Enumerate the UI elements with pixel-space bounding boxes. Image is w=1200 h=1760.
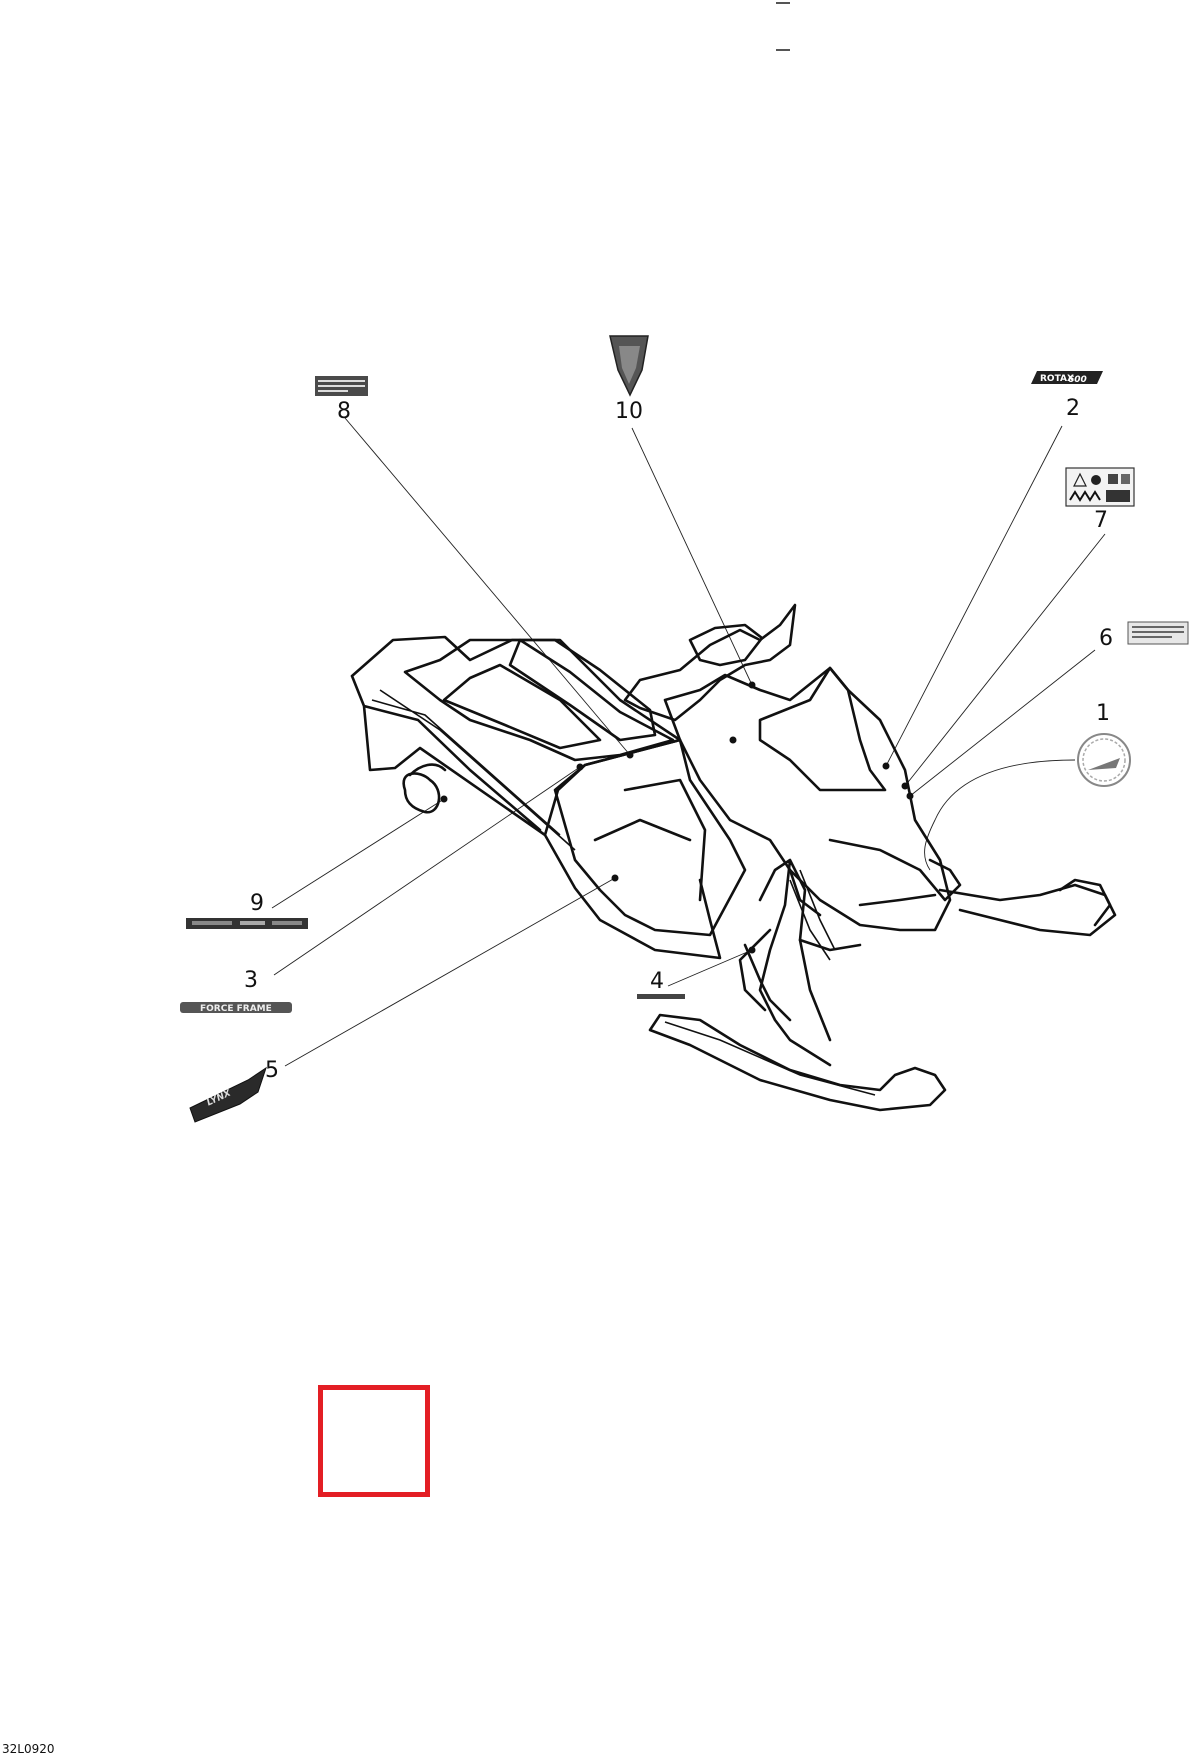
point-9 (440, 795, 448, 803)
hood-outline (663, 666, 952, 932)
hood-nose (828, 838, 962, 907)
rotax-model-text: 600 (1068, 375, 1087, 385)
decal-6-label (1127, 621, 1189, 645)
right-ski-tip (1058, 878, 1112, 927)
left-ski (648, 1013, 947, 1112)
decal-9-stripe (186, 918, 308, 929)
leader-lines (271, 417, 1106, 1067)
seat-outline (403, 638, 675, 762)
callout-numbers: 8 10 2 7 6 1 9 3 4 5 (244, 396, 1113, 1083)
top-dash-1 (776, 2, 790, 4)
side-panel-lower (593, 778, 707, 902)
leader-2 (885, 425, 1063, 767)
decal-4-stripe (637, 994, 685, 999)
shock-absorber (789, 869, 836, 961)
side-panel (553, 738, 747, 937)
seat-panel (442, 663, 602, 750)
top-dash-2 (776, 49, 790, 51)
windshield (758, 666, 887, 792)
callout-8: 8 (337, 399, 351, 424)
seat-top (508, 638, 657, 742)
callout-5: 5 (265, 1058, 279, 1083)
handlebar (623, 603, 797, 722)
right-ski (938, 883, 1117, 937)
leader-10 (631, 427, 753, 686)
rotax-text: ROTAX (1040, 374, 1074, 384)
point-5 (611, 874, 619, 882)
callout-9: 9 (250, 891, 264, 916)
drawing-number: 32L0920 (2, 1742, 55, 1756)
point-10 (748, 681, 756, 689)
callout-1: 1 (1096, 701, 1110, 726)
callout-6: 6 (1099, 626, 1113, 651)
point-7 (901, 782, 909, 790)
point-8 (626, 751, 634, 759)
leader-4 (667, 949, 753, 987)
decal-1-badge (1077, 733, 1131, 787)
leader-8 (344, 417, 631, 756)
leader-6 (909, 649, 1096, 797)
callout-7: 7 (1094, 508, 1108, 533)
tunnel-rail (371, 689, 576, 851)
exhaust-body (408, 763, 447, 777)
front-suspension (738, 858, 832, 1067)
leader-9 (271, 798, 445, 909)
point-seat (729, 736, 737, 744)
exhaust-outline (402, 772, 441, 814)
callout-3: 3 (244, 968, 258, 993)
leader-3 (273, 766, 581, 976)
decal-3-frame: FORCE FRAME (180, 1002, 292, 1014)
decal-2-rotax: ROTAX 600 (1031, 371, 1103, 385)
leader-1 (924, 759, 1076, 871)
bumper-front (788, 868, 862, 952)
callout-4: 4 (650, 969, 664, 994)
handlebar-grip (688, 623, 764, 667)
decal-10-emblem (609, 335, 649, 397)
callout-10: 10 (615, 399, 643, 424)
leader-5 (284, 877, 616, 1067)
left-ski-inner (664, 1021, 876, 1096)
point-2 (882, 762, 890, 770)
decal-7-warning (1065, 467, 1135, 507)
frame-text: FORCE FRAME (200, 1004, 272, 1014)
leader-7 (904, 533, 1106, 787)
decal-8-label (315, 376, 368, 396)
attachment-points (440, 681, 914, 954)
point-4 (748, 946, 756, 954)
snowmobile-outline (350, 603, 1117, 1112)
highlight-box[interactable] (318, 1385, 430, 1497)
decal-5-lynx: LYNX (189, 1066, 267, 1123)
point-3 (576, 763, 584, 771)
callout-2: 2 (1066, 396, 1080, 421)
point-6 (906, 792, 914, 800)
